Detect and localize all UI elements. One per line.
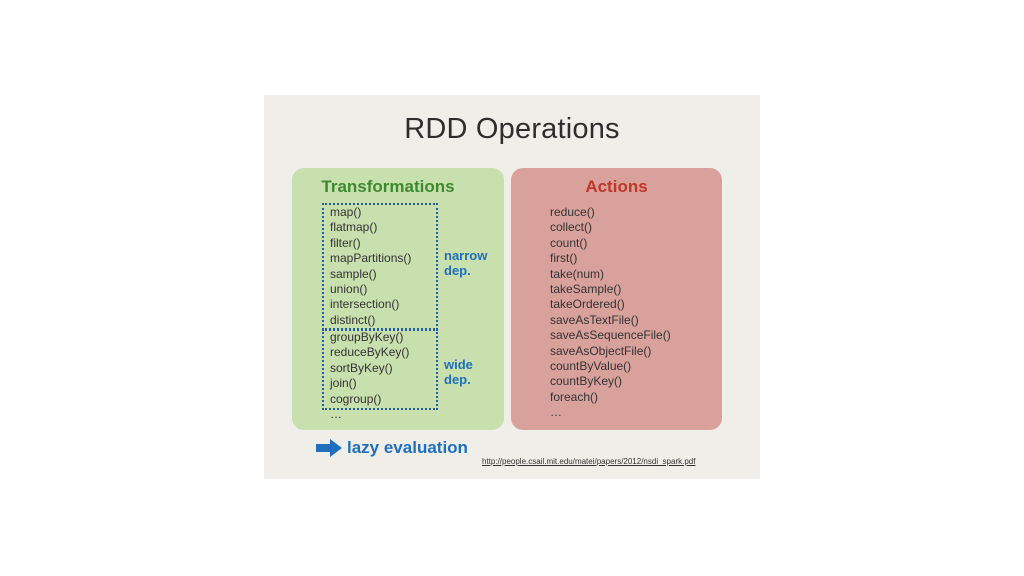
actions-list: reduce()collect()count()first()take(num)… [550, 205, 671, 421]
narrow-op-item: filter() [330, 235, 361, 250]
action-op-item: first() [550, 251, 578, 266]
slide: RDD Operations Transformations map()flat… [264, 95, 760, 479]
wide-op-item: cogroup() [330, 391, 382, 406]
transformations-panel: Transformations map()flatmap()filter()ma… [292, 168, 504, 430]
wide-dep-label: wide dep. [444, 357, 473, 387]
wide-op-item: reduceByKey() [330, 345, 410, 360]
actions-panel: Actions reduce()collect()count()first()t… [511, 168, 722, 430]
action-op-item: takeOrdered() [550, 297, 625, 312]
narrow-ops-list: map()flatmap()filter()mapPartitions()sam… [330, 205, 411, 328]
narrow-op-item: distinct() [330, 312, 376, 327]
action-op-item: saveAsTextFile() [550, 312, 639, 327]
narrow-op-item: sample() [330, 266, 377, 281]
action-op-item: countByValue() [550, 359, 632, 374]
right-arrow-icon [316, 439, 342, 457]
slide-title: RDD Operations [404, 113, 620, 145]
lazy-evaluation-note: lazy evaluation [316, 435, 468, 461]
action-op-item: saveAsSequenceFile() [550, 328, 671, 343]
narrow-dep-label: narrow dep. [444, 248, 487, 278]
narrow-op-item: union() [330, 282, 368, 297]
wide-dep-label-line: dep. [444, 372, 471, 387]
action-op-item: saveAsObjectFile() [550, 343, 652, 358]
narrow-op-item: mapPartitions() [330, 251, 412, 266]
action-op-item: reduce() [550, 205, 595, 219]
action-op-item: count() [550, 235, 588, 250]
narrow-op-item: map() [330, 205, 362, 219]
actions-heading: Actions [585, 177, 648, 196]
wide-dependency-box [322, 329, 438, 410]
wide-dep-label-line: wide [444, 357, 473, 372]
narrow-op-item: intersection() [330, 297, 400, 312]
wide-ops-list: groupByKey()reduceByKey()sortByKey()join… [330, 330, 409, 422]
action-op-item: takeSample() [550, 282, 622, 297]
lazy-evaluation-text: lazy evaluation [347, 438, 468, 457]
action-op-item: take(num) [550, 266, 605, 281]
narrow-dep-label-line: narrow [444, 248, 488, 263]
action-op-item: countByKey() [550, 374, 623, 389]
wide-op-item: join() [330, 376, 357, 391]
action-op-item: collect() [550, 220, 593, 235]
transformations-heading: Transformations [321, 177, 455, 196]
narrow-op-item: flatmap() [330, 220, 378, 235]
source-link[interactable]: http://people.csail.mit.edu/matei/papers… [482, 457, 696, 466]
narrow-dep-label-line: dep. [444, 263, 471, 278]
action-op-item: foreach() [550, 389, 599, 404]
wide-op-item: sortByKey() [330, 360, 393, 375]
wide-op-item: … [330, 407, 342, 422]
action-op-item: … [550, 405, 562, 420]
wide-op-item: groupByKey() [330, 330, 404, 344]
